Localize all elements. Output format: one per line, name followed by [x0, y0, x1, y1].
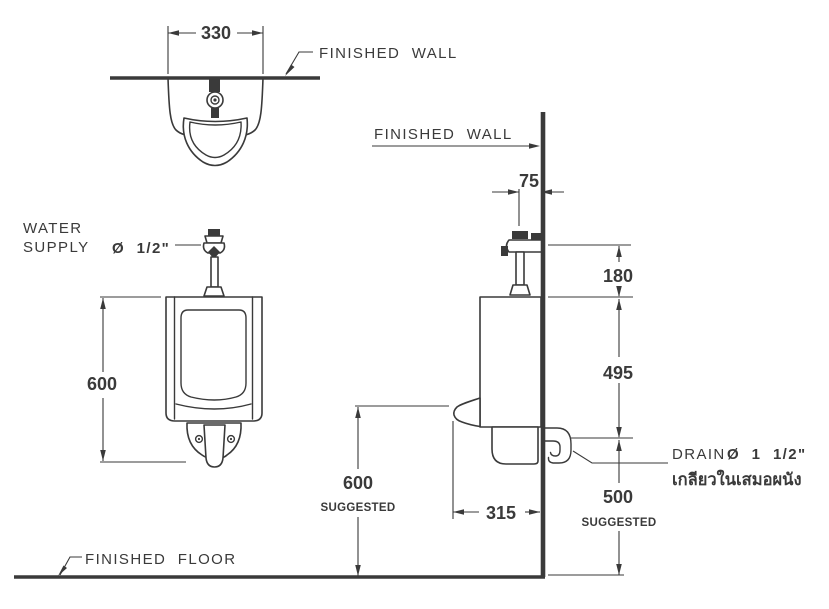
valve-side-pipe [515, 251, 525, 286]
screw-center [229, 437, 233, 441]
drain-height-note: SUGGESTED [582, 517, 657, 529]
valve-height-dimension: 180 [603, 266, 633, 286]
valve-front-flare [203, 286, 225, 297]
body-height-dimension: 495 [603, 363, 633, 383]
valve-front-cap [208, 229, 220, 236]
urinal-side-lip [453, 397, 481, 428]
side-view [355, 143, 668, 576]
arrowhead [616, 440, 622, 451]
valve-front-pipe [210, 256, 219, 288]
arrowhead [100, 298, 106, 309]
urinal-side-body [479, 296, 542, 428]
screw [226, 434, 236, 444]
arrowhead [529, 509, 540, 515]
finished-floor-label: FINISHED FLOOR [85, 551, 236, 568]
valve-side-cap [512, 231, 528, 239]
top-width-dimension: 330 [201, 23, 231, 43]
valve-front-nut [208, 246, 220, 259]
valve-top-center [213, 98, 217, 102]
arrowhead [541, 189, 552, 195]
valve-side-nut [531, 233, 541, 242]
valve-side-knob [501, 246, 508, 256]
screw-center [197, 437, 201, 441]
screw [194, 434, 204, 444]
urinal-top-bowl-inner [188, 121, 242, 159]
urinal-top-bowl-outer [182, 117, 249, 167]
arrowhead [355, 565, 361, 576]
valve-front-bonnet [204, 235, 224, 244]
valve-top-ring-inner [210, 95, 220, 105]
arrowhead [252, 30, 263, 36]
arrowhead [100, 450, 106, 461]
urinal-side-shroud [491, 426, 539, 465]
top-finished-wall-label: FINISHED WALL [319, 45, 458, 62]
front-height-dimension: 600 [87, 374, 117, 394]
drain-leader-line [572, 450, 668, 464]
rim-height-note: SUGGESTED [321, 502, 396, 514]
drain-size: Ø 1 1/2" [727, 446, 807, 463]
arrowhead [616, 564, 622, 575]
arrowhead [616, 246, 622, 257]
labels: 330 FINISHED WALL WATER SUPPLY Ø 1/2" 60… [23, 23, 807, 568]
water-supply-label-line2: SUPPLY [23, 239, 89, 256]
valve-top-pipe [211, 108, 219, 118]
drain-elbow-inner [544, 440, 561, 457]
arrowhead [508, 189, 519, 195]
valve-top-spud [209, 79, 220, 92]
top-view [110, 26, 320, 167]
drain-height-dimension: 500 [603, 487, 633, 507]
drain-label: DRAIN [672, 446, 726, 463]
side-finished-wall-label: FINISHED WALL [374, 126, 513, 143]
depth-dimension: 315 [486, 503, 516, 523]
arrowhead [616, 286, 622, 297]
urinal-front-body [165, 296, 263, 422]
arrowhead [453, 509, 464, 515]
front-view [100, 229, 263, 468]
valve-side-body [505, 239, 543, 253]
arrowhead [616, 427, 622, 438]
leader-arrowhead [58, 565, 67, 576]
urinal-front-rim-curve [175, 403, 252, 410]
urinal-front-basin-opening [180, 309, 247, 401]
water-supply-label-line1: WATER [23, 220, 83, 237]
rim-height-dimension: 600 [343, 473, 373, 493]
drain-note-thai: เกลียวในเสมอผนัง [672, 469, 802, 489]
valve-offset-dimension: 75 [519, 171, 539, 191]
leader-arrowhead [285, 64, 295, 76]
arrowhead [355, 407, 361, 418]
arrowhead [616, 299, 622, 310]
drain-elbow-outer [544, 427, 572, 464]
arrowhead [529, 143, 540, 149]
urinal-front-spout [203, 424, 226, 468]
valve-side-flare [509, 284, 531, 296]
wall-and-floor [14, 112, 546, 579]
arrowhead [168, 30, 179, 36]
water-supply-size: Ø 1/2" [112, 240, 170, 257]
